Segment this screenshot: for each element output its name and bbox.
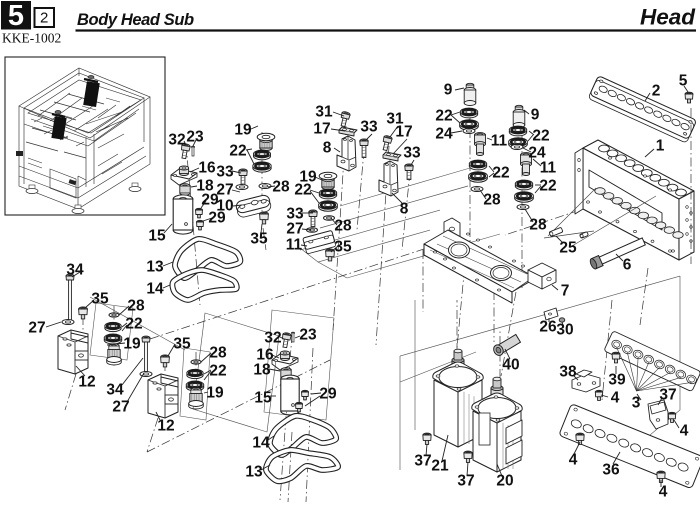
svg-text:28: 28 xyxy=(127,298,145,315)
svg-text:28: 28 xyxy=(209,345,227,362)
svg-text:24: 24 xyxy=(435,126,453,143)
svg-text:4: 4 xyxy=(680,423,689,440)
svg-text:8: 8 xyxy=(400,201,409,218)
svg-text:34: 34 xyxy=(106,382,124,399)
svg-text:27: 27 xyxy=(112,399,129,416)
svg-text:22: 22 xyxy=(539,178,556,195)
svg-text:6: 6 xyxy=(623,257,632,274)
svg-text:12: 12 xyxy=(78,374,95,391)
svg-text:3: 3 xyxy=(632,395,641,412)
svg-text:9: 9 xyxy=(531,107,540,124)
svg-text:18: 18 xyxy=(253,362,271,379)
svg-text:35: 35 xyxy=(91,291,109,308)
svg-text:22: 22 xyxy=(532,128,549,145)
svg-text:33: 33 xyxy=(360,119,378,136)
svg-text:22: 22 xyxy=(125,316,142,333)
svg-text:37: 37 xyxy=(659,387,676,404)
svg-text:13: 13 xyxy=(146,259,164,276)
svg-text:31: 31 xyxy=(315,104,333,121)
svg-text:29: 29 xyxy=(201,192,219,209)
svg-text:33: 33 xyxy=(216,164,234,181)
svg-text:16: 16 xyxy=(198,160,216,177)
svg-text:Head: Head xyxy=(640,5,696,30)
svg-text:35: 35 xyxy=(334,239,352,256)
svg-text:5: 5 xyxy=(679,73,688,90)
svg-text:15: 15 xyxy=(254,390,272,407)
svg-text:37: 37 xyxy=(457,473,474,490)
svg-text:28: 28 xyxy=(272,179,290,196)
svg-text:31: 31 xyxy=(386,111,404,128)
svg-text:35: 35 xyxy=(173,336,191,353)
svg-text:11: 11 xyxy=(540,160,557,177)
svg-text:17: 17 xyxy=(395,124,412,141)
svg-text:22: 22 xyxy=(229,143,246,160)
svg-text:19: 19 xyxy=(123,336,141,353)
svg-text:27: 27 xyxy=(216,182,233,199)
svg-text:11: 11 xyxy=(491,133,508,150)
svg-text:32: 32 xyxy=(264,330,281,347)
svg-text:12: 12 xyxy=(157,418,174,435)
svg-text:28: 28 xyxy=(483,192,501,209)
svg-text:1: 1 xyxy=(656,138,665,155)
svg-text:10: 10 xyxy=(216,198,233,215)
svg-text:17: 17 xyxy=(313,121,330,138)
svg-text:4: 4 xyxy=(659,484,668,501)
svg-text:18: 18 xyxy=(196,178,214,195)
svg-text:29: 29 xyxy=(319,386,337,403)
svg-text:7: 7 xyxy=(561,283,570,300)
svg-text:14: 14 xyxy=(146,281,164,298)
svg-text:14: 14 xyxy=(252,435,270,452)
svg-text:4: 4 xyxy=(569,452,578,469)
svg-text:38: 38 xyxy=(559,364,577,381)
svg-text:22: 22 xyxy=(492,165,509,182)
svg-text:19: 19 xyxy=(206,385,224,402)
svg-text:11: 11 xyxy=(286,237,303,254)
svg-text:5: 5 xyxy=(8,0,24,32)
svg-text:9: 9 xyxy=(444,82,453,99)
svg-text:16: 16 xyxy=(256,347,274,364)
svg-text:33: 33 xyxy=(403,145,421,162)
svg-text:19: 19 xyxy=(234,122,252,139)
svg-text:23: 23 xyxy=(186,129,204,146)
svg-text:29: 29 xyxy=(208,210,226,227)
svg-text:15: 15 xyxy=(148,228,166,245)
svg-text:28: 28 xyxy=(529,217,547,234)
svg-text:33: 33 xyxy=(286,206,304,223)
svg-text:37: 37 xyxy=(414,453,431,470)
svg-text:20: 20 xyxy=(496,473,513,490)
svg-text:2: 2 xyxy=(40,10,48,27)
svg-text:25: 25 xyxy=(559,240,577,257)
svg-text:26: 26 xyxy=(539,319,557,336)
svg-text:13: 13 xyxy=(245,464,263,481)
svg-text:34: 34 xyxy=(66,262,84,279)
svg-text:22: 22 xyxy=(294,182,311,199)
svg-text:22: 22 xyxy=(435,108,452,125)
svg-text:27: 27 xyxy=(28,320,45,337)
svg-text:30: 30 xyxy=(556,322,573,339)
svg-text:40: 40 xyxy=(502,357,519,374)
svg-text:21: 21 xyxy=(431,458,449,475)
svg-text:36: 36 xyxy=(602,462,620,479)
svg-text:KKE-1002: KKE-1002 xyxy=(2,31,61,46)
svg-text:22: 22 xyxy=(209,363,226,380)
svg-text:32: 32 xyxy=(168,132,185,149)
svg-text:19: 19 xyxy=(299,169,317,186)
svg-text:28: 28 xyxy=(334,218,352,235)
svg-text:39: 39 xyxy=(608,372,626,389)
svg-text:8: 8 xyxy=(323,140,332,157)
svg-text:23: 23 xyxy=(299,327,317,344)
svg-text:27: 27 xyxy=(286,221,303,238)
svg-text:Body Head Sub: Body Head Sub xyxy=(77,11,194,29)
svg-text:24: 24 xyxy=(528,145,546,162)
svg-text:35: 35 xyxy=(250,231,268,248)
svg-text:4: 4 xyxy=(611,390,620,407)
svg-text:2: 2 xyxy=(652,83,661,100)
